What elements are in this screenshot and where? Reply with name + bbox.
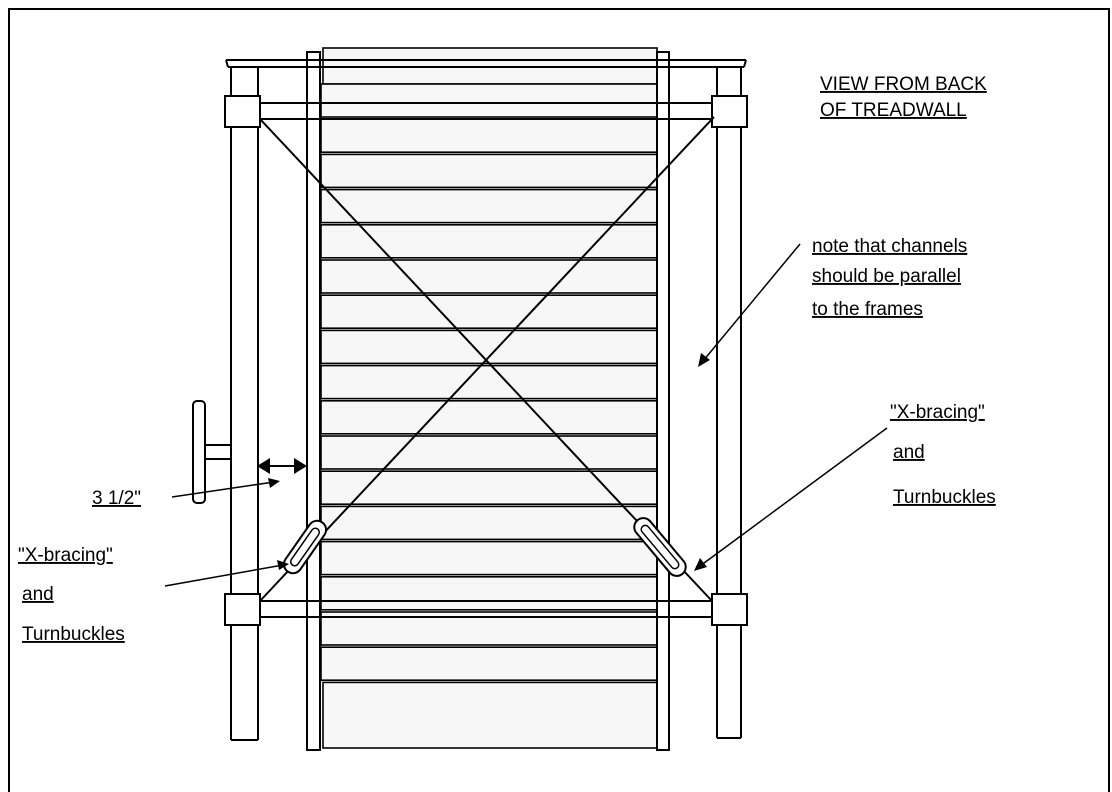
tread-slat [322, 681, 658, 749]
top-cross-bar [258, 102, 717, 120]
tread-slat [320, 259, 659, 294]
tread-slat [320, 118, 659, 153]
top-cap [225, 59, 747, 68]
tread-slat [320, 188, 659, 224]
right-callout-line-1: "X-bracing" [890, 402, 985, 423]
right-callout-line-2: and [893, 442, 925, 463]
turnbuckle-right [633, 517, 687, 577]
tread-slat [320, 575, 659, 611]
bottom-cross-bar [258, 600, 717, 618]
dimension-leader-arrowhead [268, 478, 280, 488]
left-callout-leader [164, 564, 284, 587]
tread-slat [320, 470, 659, 506]
right-callout-leader-arrowhead [694, 558, 707, 571]
page-border [8, 8, 1110, 792]
left-callout-line-1: "X-bracing" [18, 545, 113, 566]
bracket-bottom-left [224, 593, 261, 626]
left-callout-line-2: and [22, 584, 54, 605]
tread-slat [320, 505, 659, 541]
dimension-arrow [257, 458, 307, 474]
turnbuckle-left [282, 519, 328, 575]
view-title-line-2: OF TREADWALL [820, 100, 967, 121]
dimension-label: 3 1/2" [92, 488, 141, 509]
tread-slat [320, 294, 659, 330]
right-frame-post [716, 67, 742, 739]
tread-slat [320, 435, 659, 470]
tread-slats [320, 47, 659, 749]
right-callout-leader [699, 427, 888, 567]
note-line-3: to the frames [812, 299, 923, 320]
tread-slat [320, 153, 659, 189]
bracket-bottom-right [711, 593, 748, 626]
side-handle [192, 400, 232, 504]
right-channel [656, 51, 670, 751]
note-line-1: note that channels [812, 236, 967, 257]
note-line-2: should be parallel [812, 266, 961, 287]
left-callout-line-3: Turnbuckles [22, 624, 125, 645]
note-leader-arrowhead [698, 353, 710, 367]
tread-slat [320, 646, 659, 682]
left-callout-leader-arrowhead [277, 560, 289, 570]
tread-slat [320, 83, 659, 118]
tread-slat [320, 224, 659, 259]
tread-slat [320, 364, 659, 400]
bracket-top-right [711, 95, 748, 128]
left-channel [306, 51, 321, 751]
x-brace-cable-b [259, 116, 715, 602]
tread-slat [320, 540, 659, 576]
right-callout-line-3: Turnbuckles [893, 487, 996, 508]
tread-slat [320, 329, 659, 365]
left-frame-post [230, 67, 259, 741]
dimension-leader [171, 481, 275, 498]
note-leader [702, 243, 801, 362]
tread-slat [320, 399, 659, 435]
view-title-line-1: VIEW FROM BACK [820, 74, 987, 95]
bracket-top-left [224, 95, 261, 128]
